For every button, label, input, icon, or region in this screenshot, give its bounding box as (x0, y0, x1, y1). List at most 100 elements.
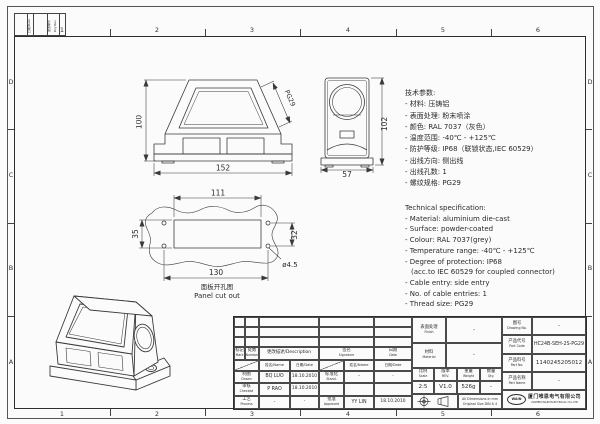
panel-caption-en: Panel cut out (194, 292, 240, 300)
spec-cn-block: 技术参数: - 材料: 压铸铝 - 表面处理: 粉末喷涂 - 颜色: RAL 7… (405, 88, 538, 190)
grid-tick (205, 29, 206, 36)
empty-cell (374, 383, 412, 396)
row-label-left: A (8, 358, 14, 366)
rev-row-cell (374, 337, 412, 347)
col-label-bottom: 4 (345, 410, 351, 418)
row-label-left: D (8, 78, 14, 86)
part-name-value: - (532, 372, 586, 390)
front-view: 100 152 PG29 (136, 79, 297, 176)
grid-tick (8, 129, 14, 131)
spec-line: - 表面处理: 粉末喷涂 (405, 111, 471, 120)
spec-line: - Temperature range: -40℃ - +125℃ (405, 246, 535, 255)
spec-en-block: Technical specification: - Material: alu… (405, 203, 555, 310)
grid-tick (8, 222, 14, 224)
empty-cell (344, 383, 374, 396)
grid-tick (205, 409, 206, 416)
description-header: 更改描述/Description (259, 347, 319, 360)
dimensions-note: All Dimensions in mm Original Size DIN A… (458, 394, 502, 409)
grid-tick (109, 29, 111, 36)
checked-name: P RAO (259, 383, 290, 396)
spec-line: - 颜色: RAL 7037（灰色） (405, 122, 490, 131)
grid-tick (8, 315, 14, 317)
rev-row-cell (319, 337, 374, 347)
spec-line: - 材料: 压铸铝 (405, 100, 450, 109)
col-label-top: 6 (535, 26, 541, 34)
col-label-top: 5 (440, 26, 446, 34)
date-subheader: 日期/Date (374, 360, 412, 371)
spec-line: - 温度范围: -40℃ - +125℃ (405, 134, 496, 143)
spec-line: - No. of cable entries: 1 (405, 289, 487, 298)
revision-strip-cell: 更改单号 Drg Rev (47, 14, 60, 35)
row-label-right: D (587, 78, 593, 86)
dim-front-height: 100 (136, 115, 144, 130)
panel-cutout-view: 111 130 35 32 ø4.5 面板开孔图 Panel cut out (131, 189, 299, 301)
col-label-top: 4 (345, 26, 351, 34)
drawn-date: 18.10.2010 (290, 371, 319, 383)
grid-tick (395, 409, 397, 416)
col-label-top: 3 (249, 26, 255, 34)
date-subheader: 日期/Date (290, 360, 319, 371)
col-label-top: 2 (154, 26, 160, 34)
row-label-right: B (587, 264, 593, 272)
rev-row-cell (245, 337, 259, 347)
rev-row-cell (245, 317, 259, 327)
spec-line: - 螺纹规格: PG29 (405, 179, 461, 188)
wain-logo: WAIN (507, 394, 527, 405)
side-view-dimensions (320, 77, 385, 173)
rev-row-cell (259, 337, 319, 347)
dim-panel-right: 32 (290, 230, 299, 240)
col-label-bottom: 5 (440, 410, 446, 418)
empty-cell (319, 383, 344, 396)
stand-date: - (374, 371, 412, 383)
material-value: - (446, 343, 502, 368)
spec-line: - Thread size: PG29 (405, 300, 474, 309)
col-label-bottom: 3 (249, 410, 255, 418)
isometric-outline (49, 295, 171, 391)
spec-en-title: Technical specification: (405, 204, 486, 212)
process-date: - (290, 396, 319, 409)
grid-tick (586, 315, 592, 317)
scale-value: 2:5 (412, 381, 434, 394)
rev-row-cell (234, 327, 245, 337)
dim-panel-left: 35 (131, 229, 140, 239)
outer-border (7, 6, 594, 419)
row-label-left: C (8, 171, 14, 179)
part-code-value: HC24B-SEH-2S-PG29 (532, 335, 586, 354)
front-view-outline (153, 79, 293, 164)
checked-date: 18.10.2010 (290, 383, 319, 396)
revision-strip-cell (60, 14, 67, 35)
isometric-view (49, 295, 171, 391)
spec-line: - Surface: powder-coated (405, 225, 494, 234)
company-name: 厦门唯恩电气有限公司 XIAMEN WAIN ELECTRICAL CO.,LT… (528, 394, 581, 404)
first-angle-projection-icon (417, 395, 449, 408)
grid-tick (109, 409, 111, 416)
spec-line: - 出线方向: 侧出线 (405, 156, 464, 165)
revision-strip-cell (34, 14, 48, 35)
rev-row-cell (319, 317, 374, 327)
revision-strip-cell (15, 14, 28, 35)
rev-row-cell (259, 327, 319, 337)
panel-cutout-dimensions (139, 195, 295, 281)
grid-tick (586, 129, 592, 131)
approved-date: 18.10.2010 (374, 396, 412, 409)
row-label-right: A (587, 358, 593, 366)
stand-name: - (344, 371, 374, 383)
rev-row-cell (245, 327, 259, 337)
revision-drg-label-en: Drg Rev (52, 20, 57, 32)
dim-side-height: 102 (380, 117, 389, 132)
process-name: - (259, 396, 290, 409)
approved-name: YY LIN (344, 396, 374, 409)
front-view-dimensions (143, 79, 293, 176)
